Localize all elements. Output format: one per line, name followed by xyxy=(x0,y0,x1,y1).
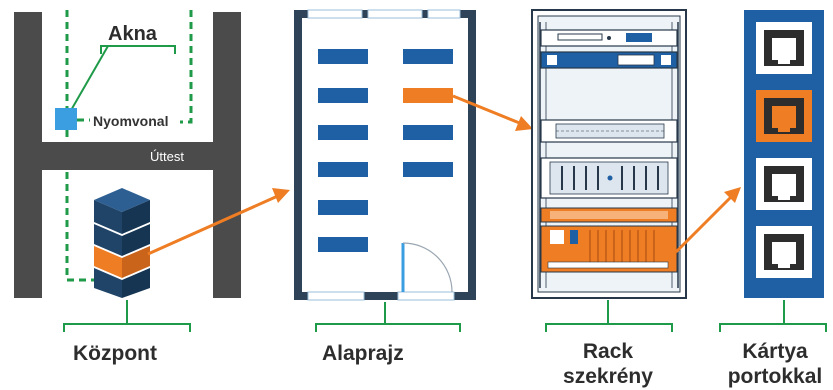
akna-pointer xyxy=(69,45,109,113)
road-right-vertical-top xyxy=(213,12,241,142)
ethernet-port-icon xyxy=(756,158,812,210)
desk xyxy=(318,125,368,140)
rack-unit-2 xyxy=(540,51,678,69)
rack-unit-patch-panel xyxy=(540,119,678,143)
window-bottom-1 xyxy=(307,291,365,301)
street-panel: Úttest Akna Nyomvonal xyxy=(14,10,241,365)
rack-label-line1: Rack xyxy=(583,340,634,363)
window-top-3 xyxy=(427,9,461,19)
door-swing xyxy=(402,242,453,293)
window-bottom-2 xyxy=(397,291,455,301)
desk xyxy=(318,88,368,103)
kartya-label-line1: Kártya xyxy=(742,340,808,363)
desk xyxy=(318,200,368,215)
akna-bracket xyxy=(100,45,176,54)
rack-unit-orange xyxy=(540,207,678,273)
arrow-rack-to-card xyxy=(674,187,741,254)
desk xyxy=(403,125,453,140)
desk xyxy=(403,49,453,64)
road-horizontal xyxy=(14,142,241,170)
window-top-2 xyxy=(367,9,423,19)
card-bracket xyxy=(719,323,827,332)
ethernet-port-icon-highlighted xyxy=(756,90,812,142)
rack-label-line2: szekrény xyxy=(563,365,653,388)
kozpont-label: Központ xyxy=(73,342,157,365)
rack-unit-1 xyxy=(540,29,678,47)
floorplan-panel: Alaprajz xyxy=(294,9,476,365)
ethernet-port-icon xyxy=(756,226,812,278)
desk xyxy=(318,49,368,64)
ethernet-port-icon xyxy=(756,22,812,74)
nyomvonal-label: Nyomvonal xyxy=(93,113,168,129)
arrow-desk-to-rack xyxy=(452,94,533,131)
central-office-stack-icon xyxy=(94,188,150,298)
kartya-label-line2: portokkal xyxy=(728,365,823,388)
alaprajz-bracket xyxy=(315,323,461,332)
desk xyxy=(318,237,368,252)
desk-highlighted xyxy=(403,88,453,103)
akna-label: Akna xyxy=(108,23,158,45)
rack-unit-server xyxy=(540,157,678,199)
desk xyxy=(403,162,453,177)
arrow-stack-to-floorplan xyxy=(147,188,290,256)
road-right-vertical-bottom xyxy=(213,170,241,298)
rack-panel: Rack szekrény xyxy=(531,9,687,388)
window-top-1 xyxy=(307,9,363,19)
card-panel: Kártya portokkal xyxy=(719,10,827,388)
cable-route-right xyxy=(180,10,193,124)
desk xyxy=(318,162,368,177)
rack-bracket xyxy=(545,323,673,332)
uttest-label: Úttest xyxy=(150,149,184,164)
manhole-icon xyxy=(55,108,77,130)
alaprajz-label: Alaprajz xyxy=(322,342,404,365)
kozpont-bracket xyxy=(63,323,191,332)
